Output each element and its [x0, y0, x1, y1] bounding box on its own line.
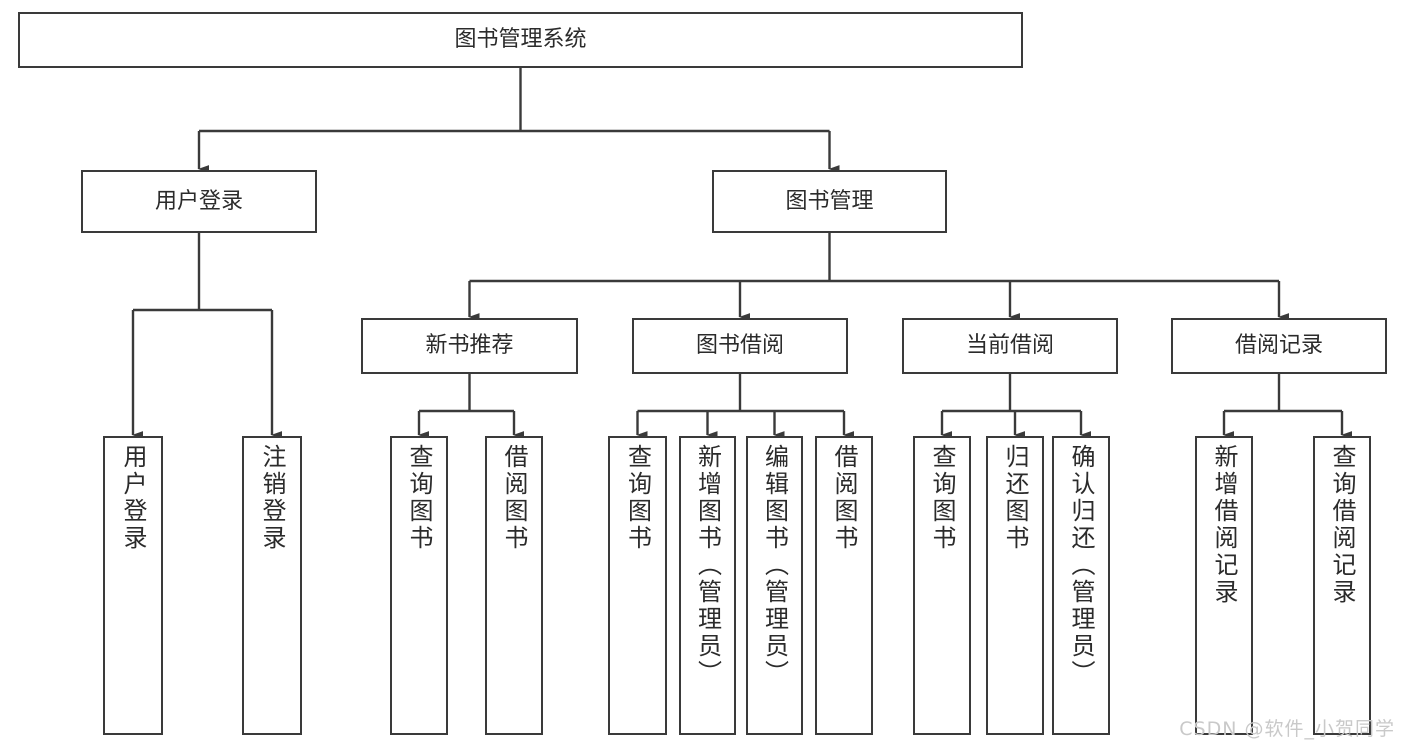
node-book-manage-label: 图书管理 — [785, 188, 874, 214]
node-leaf-query-book-1-label: 查询图书 — [405, 444, 433, 552]
node-leaf-return-book[interactable]: 归还图书 — [986, 436, 1044, 735]
node-book-borrow-label: 图书借阅 — [695, 333, 784, 359]
node-leaf-query-book-2[interactable]: 查询图书 — [608, 436, 667, 735]
node-current-borrow-label: 当前借阅 — [965, 333, 1054, 359]
node-borrow-record-label: 借阅记录 — [1234, 333, 1323, 359]
node-leaf-add-book[interactable]: 新增图书（管理员） — [679, 436, 736, 735]
node-leaf-add-record-label: 新增借阅记录 — [1210, 444, 1238, 606]
node-leaf-query-book-3-label: 查询图书 — [928, 444, 956, 552]
node-borrow-record[interactable]: 借阅记录 — [1171, 318, 1387, 374]
node-leaf-borrow-book-2[interactable]: 借阅图书 — [815, 436, 873, 735]
node-leaf-query-record[interactable]: 查询借阅记录 — [1313, 436, 1371, 735]
node-root[interactable]: 图书管理系统 — [18, 12, 1023, 68]
node-leaf-user-login[interactable]: 用户登录 — [103, 436, 163, 735]
node-leaf-borrow-book-1[interactable]: 借阅图书 — [485, 436, 543, 735]
node-leaf-return-book-label: 归还图书 — [1001, 444, 1029, 552]
node-user-login-label: 用户登录 — [154, 188, 243, 214]
node-new-book-recommend[interactable]: 新书推荐 — [361, 318, 578, 374]
node-book-borrow[interactable]: 图书借阅 — [632, 318, 848, 374]
node-leaf-query-record-label: 查询借阅记录 — [1328, 444, 1356, 606]
node-new-book-recommend-label: 新书推荐 — [425, 333, 514, 359]
node-current-borrow[interactable]: 当前借阅 — [902, 318, 1118, 374]
node-leaf-borrow-book-2-label: 借阅图书 — [830, 444, 858, 552]
node-root-label: 图书管理系统 — [454, 27, 587, 53]
node-leaf-confirm-return[interactable]: 确认归还（管理员） — [1052, 436, 1110, 735]
node-book-manage[interactable]: 图书管理 — [712, 170, 947, 233]
node-leaf-confirm-return-label: 确认归还（管理员） — [1067, 444, 1095, 687]
node-leaf-edit-book-label: 编辑图书（管理员） — [760, 444, 789, 687]
node-leaf-edit-book[interactable]: 编辑图书（管理员） — [746, 436, 803, 735]
node-user-login[interactable]: 用户登录 — [81, 170, 317, 233]
node-leaf-query-book-3[interactable]: 查询图书 — [913, 436, 971, 735]
node-leaf-query-book-2-label: 查询图书 — [623, 444, 652, 552]
node-leaf-user-login-label: 用户登录 — [119, 444, 147, 552]
node-leaf-borrow-book-1-label: 借阅图书 — [500, 444, 528, 552]
node-leaf-query-book-1[interactable]: 查询图书 — [390, 436, 448, 735]
node-leaf-user-logout[interactable]: 注销登录 — [242, 436, 302, 735]
node-leaf-add-record[interactable]: 新增借阅记录 — [1195, 436, 1253, 735]
node-leaf-user-logout-label: 注销登录 — [258, 444, 286, 552]
node-leaf-add-book-label: 新增图书（管理员） — [693, 444, 722, 687]
